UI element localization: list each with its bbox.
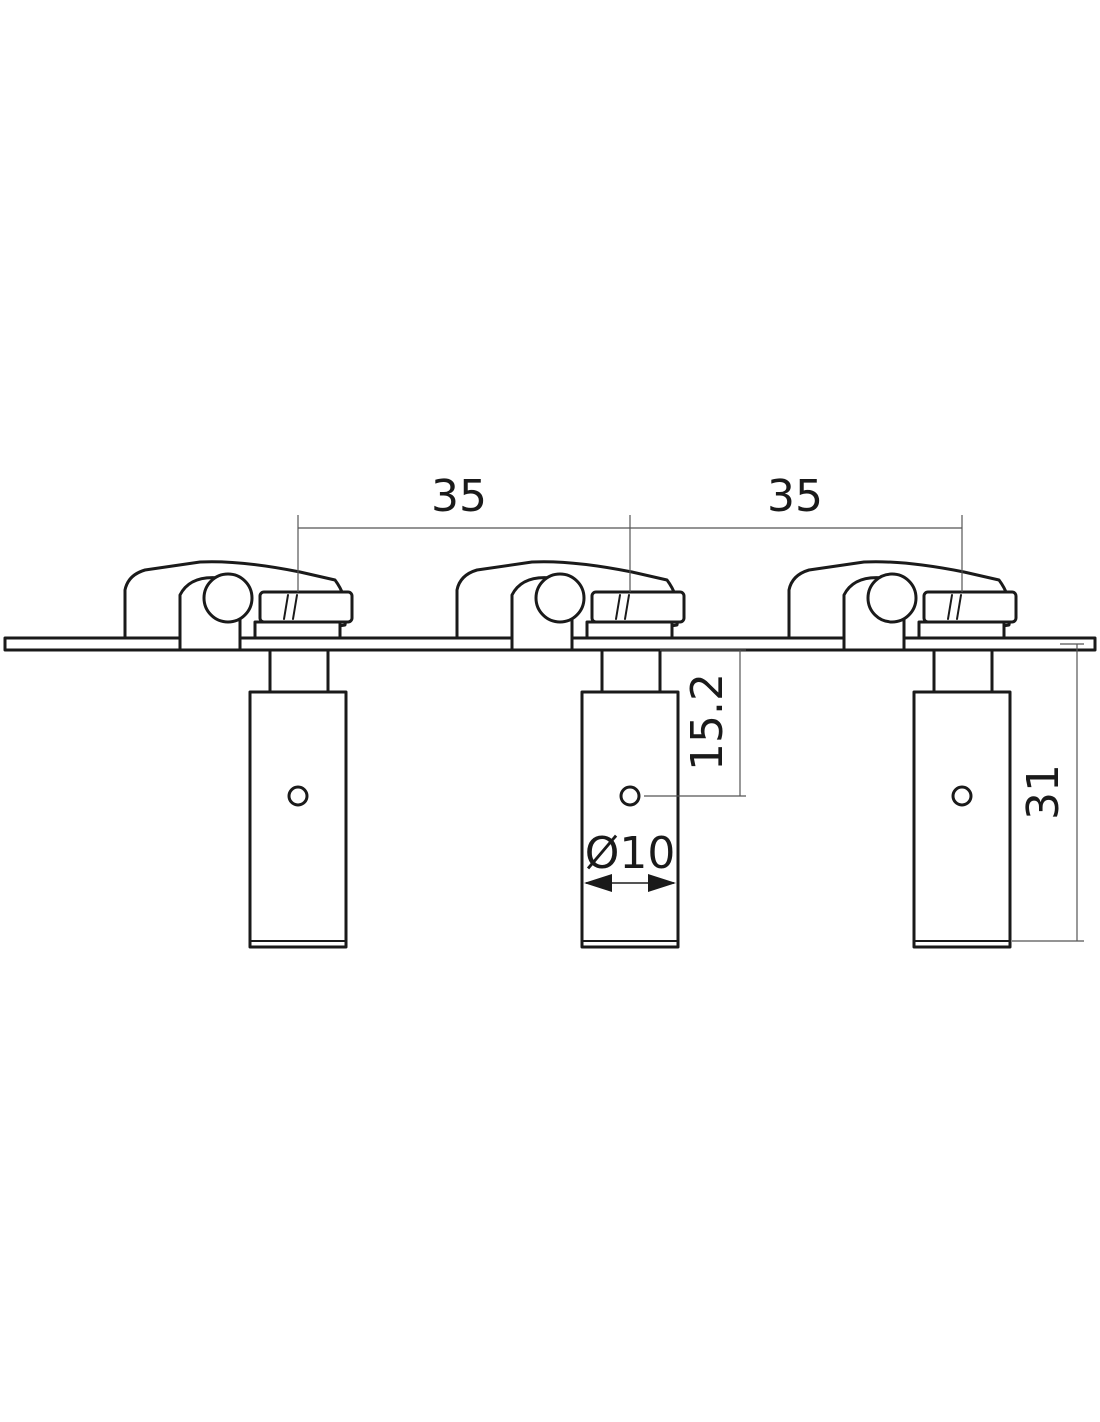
tuner-3-worm-gear bbox=[922, 590, 1018, 624]
tuner-1-worm-gear bbox=[258, 590, 354, 624]
tuner-3-post bbox=[912, 690, 1012, 949]
tuner-2-neck bbox=[600, 648, 662, 694]
tuner-3-string-hole bbox=[951, 785, 973, 807]
tuner-2-post bbox=[580, 690, 680, 949]
tuner-2-knob bbox=[534, 572, 586, 624]
tuner-3-knob bbox=[866, 572, 918, 624]
post-diameter-dimension: Ø10 bbox=[584, 828, 676, 892]
tuner-1 bbox=[123, 560, 354, 949]
spacing-right-label: 35 bbox=[767, 471, 823, 522]
tuner-1-knob bbox=[202, 572, 254, 624]
spacing-left-label: 35 bbox=[431, 471, 487, 522]
tuner-3-neck bbox=[932, 648, 994, 694]
tuner-1-post bbox=[248, 690, 348, 949]
tuner-3-collar bbox=[917, 620, 1006, 640]
tuner-3 bbox=[787, 560, 1018, 949]
tuner-2-worm-gear bbox=[590, 590, 686, 624]
spacing-dimension: 35 35 bbox=[297, 471, 963, 592]
diameter-label: Ø10 bbox=[585, 828, 676, 879]
total-height-label: 31 bbox=[1018, 764, 1069, 820]
diameter-arrow-right bbox=[648, 874, 676, 892]
total-height-dimension: 31 bbox=[1012, 643, 1084, 942]
tuner-1-string-hole bbox=[287, 785, 309, 807]
diameter-arrow-left bbox=[584, 874, 612, 892]
tuner-2 bbox=[455, 560, 686, 949]
tuner-1-collar bbox=[253, 620, 342, 640]
hole-height-dimension: 15.2 bbox=[644, 649, 746, 797]
hole-height-label: 15.2 bbox=[682, 673, 733, 771]
tuner-2-string-hole bbox=[619, 785, 641, 807]
tuner-2-collar bbox=[585, 620, 674, 640]
tuner-1-neck bbox=[268, 648, 330, 694]
